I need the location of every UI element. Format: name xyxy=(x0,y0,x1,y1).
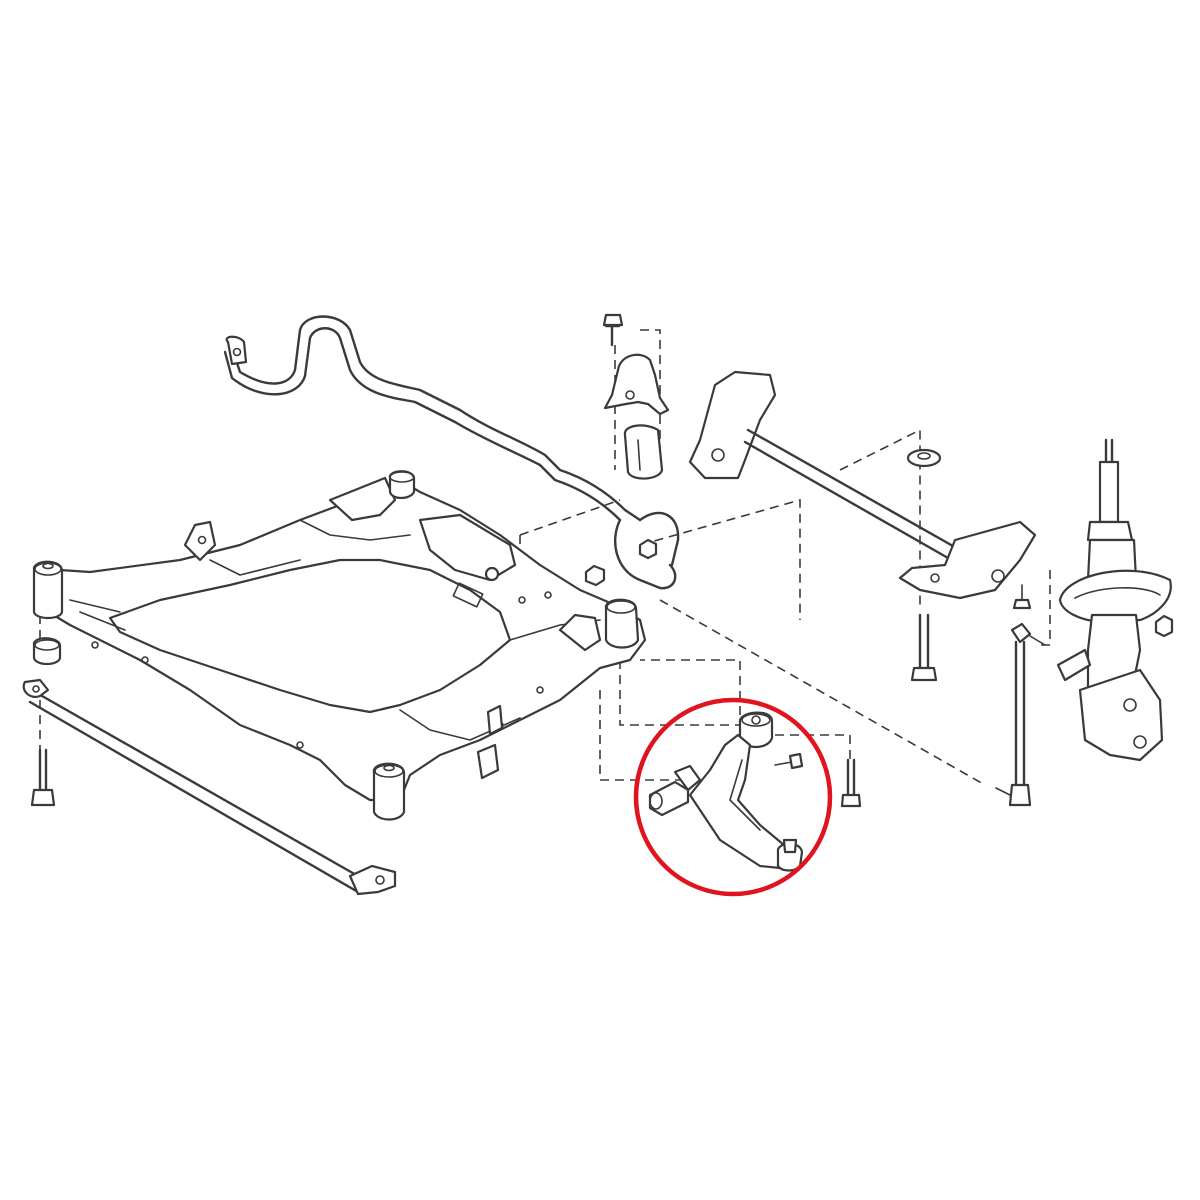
front-subframe xyxy=(38,470,647,802)
stabilizer-bar xyxy=(223,315,680,590)
rack-crossmember xyxy=(688,370,1037,600)
nuts xyxy=(584,538,1174,638)
lower-control-arm xyxy=(648,711,804,872)
washer xyxy=(906,448,942,468)
bolts xyxy=(30,313,1032,808)
mount-spacer xyxy=(32,637,62,666)
strut-assembly xyxy=(1056,438,1172,762)
highlight-circle xyxy=(633,697,833,897)
subframe-mount-front xyxy=(372,762,406,821)
stabilizer-link xyxy=(995,622,1046,807)
tension-rod xyxy=(22,678,397,896)
stabilizer-bushing xyxy=(623,424,664,480)
bushing-clamp xyxy=(603,353,670,416)
stabilizer-bushing-clamp xyxy=(603,318,670,480)
subframe-mount-left xyxy=(32,560,64,620)
subframe-mount-rear xyxy=(604,598,640,649)
